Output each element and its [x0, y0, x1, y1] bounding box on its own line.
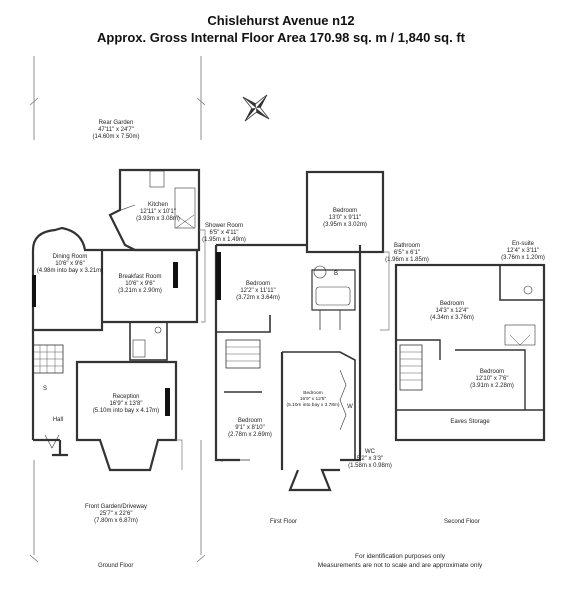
bedroom-ff-small-dim-ft: 9'1" x 8'10"	[235, 425, 265, 431]
rear-garden-dim-m: (14.60m x 7.50m)	[92, 134, 139, 140]
wc-dim-m: (1.58m x 0.98m)	[348, 463, 392, 469]
floor-area-subtitle: Approx. Gross Internal Floor Area 170.98…	[97, 30, 465, 45]
first-floor-label: First Floor	[270, 519, 297, 525]
store-mark-s: S	[43, 386, 47, 392]
shower-room-walls	[129, 229, 206, 361]
bedroom-ff-rear-dim-m: (3.95m x 3.02m)	[323, 222, 367, 228]
second-floor-walls	[394, 263, 546, 442]
bedroom-ff-rear-name: Bedroom	[333, 208, 357, 214]
bedroom-ff-front-name: Bedroom	[303, 390, 322, 396]
page-title: Chislehurst Avenue n12	[207, 13, 355, 28]
kitchen-dim-m: (3.93m x 3.08m)	[136, 216, 180, 222]
bedroom-sf-left-dim-ft: 14'3" x 12'4"	[436, 308, 469, 314]
shower-room-dim-ft: 6'5" x 4'11"	[209, 230, 238, 236]
ground-stairs	[31, 330, 68, 457]
ground-floor-label: Ground Floor	[98, 563, 134, 569]
kitchen-walls	[108, 168, 201, 252]
dining-room-dim-m: (4.98m into bay x 3.21m)	[37, 268, 103, 274]
ensuite-dim-m: (3.76m x 1.20m)	[501, 255, 545, 261]
bedroom-sf-left-dim-m: (4.34m x 3.76m)	[430, 315, 474, 321]
hall-name: Hall	[53, 417, 63, 423]
front-garden-dim-ft: 25'7" x 22'6"	[100, 511, 133, 517]
bedroom-ff-small-dim-m: (2.78m x 2.69m)	[228, 432, 272, 438]
bathroom-name: Bathroom	[394, 243, 420, 249]
bedroom-sf-right-name: Bedroom	[480, 369, 504, 375]
measurements-note: Measurements are not to scale and are ap…	[317, 562, 483, 569]
ensuite-dim-ft: 12'4" x 3'11"	[507, 248, 539, 254]
wc-dim-ft: 5'2" x 3'3"	[357, 456, 383, 462]
dining-room-walls	[31, 226, 104, 332]
ensuite-name: En-suite	[512, 241, 535, 247]
kitchen-name: Kitchen	[148, 202, 168, 208]
wardrobe-mark-w: W	[347, 404, 353, 410]
shower-room-dim-m: (1.95m x 1.49m)	[202, 237, 246, 243]
reception-dim-m: (5.10m into bay x 4.17m)	[93, 408, 159, 414]
bedroom-sf-left-name: Bedroom	[440, 301, 464, 307]
identification-note: For identification purposes only	[355, 553, 445, 560]
bedroom-ff-front-dim-ft: 16'9" x 12'5"	[300, 396, 327, 402]
bedroom-ff-left-dim-m: (3.72m x 3.64m)	[236, 295, 280, 301]
shower-room-name: Shower Room	[205, 223, 243, 229]
breakfast-room-dim-m: (3.21m x 2.90m)	[118, 288, 162, 294]
rear-garden-name: Rear Garden	[99, 120, 134, 126]
bedroom-ff-front-dim-m: (5.10m into bay x 3.78m)	[286, 402, 339, 408]
front-garden-name: Front Garden/Driveway	[85, 504, 147, 510]
reception-name: Reception	[112, 394, 139, 400]
rear-garden-dim-ft: 47'11" x 24'7"	[98, 127, 134, 133]
reception-dim-ft: 16'9" x 13'8"	[110, 401, 143, 407]
rear-garden-outline	[29, 56, 206, 140]
bathroom-dim-ft: 6'5" x 6'1"	[394, 250, 420, 256]
bedroom-ff-small-name: Bedroom	[238, 418, 262, 424]
reception-walls	[75, 360, 183, 472]
breakfast-room-dim-ft: 10'6" x 9'6"	[125, 281, 155, 287]
breakfast-room-name: Breakfast Room	[118, 274, 161, 280]
front-garden-dim-m: (7.80m x 6.87m)	[94, 518, 138, 524]
kitchen-dim-ft: 12'11" x 10'1"	[140, 209, 176, 215]
boiler-mark-b: B	[334, 271, 338, 277]
dining-room-name: Dining Room	[53, 254, 88, 260]
wc-name: WC	[365, 449, 376, 455]
front-garden-outline	[29, 440, 206, 563]
bedroom-sf-right-dim-ft: 12'10" x 7'6"	[476, 376, 509, 382]
eaves-storage-name: Eaves Storage	[450, 419, 490, 425]
second-floor-label: Second Floor	[444, 519, 480, 525]
bedroom-ff-left-dim-ft: 12'2" x 11'11"	[240, 288, 275, 294]
bathroom-dim-m: (1.96m x 1.85m)	[385, 257, 429, 263]
compass-icon	[242, 94, 270, 122]
first-floor-walls	[214, 170, 390, 492]
bedroom-sf-right-dim-m: (3.91m x 2.28m)	[470, 383, 514, 389]
dining-room-dim-ft: 10'6" x 9'6"	[55, 261, 85, 267]
bedroom-ff-left-name: Bedroom	[246, 281, 270, 287]
bedroom-ff-rear-dim-ft: 13'0" x 9'11"	[329, 215, 361, 221]
